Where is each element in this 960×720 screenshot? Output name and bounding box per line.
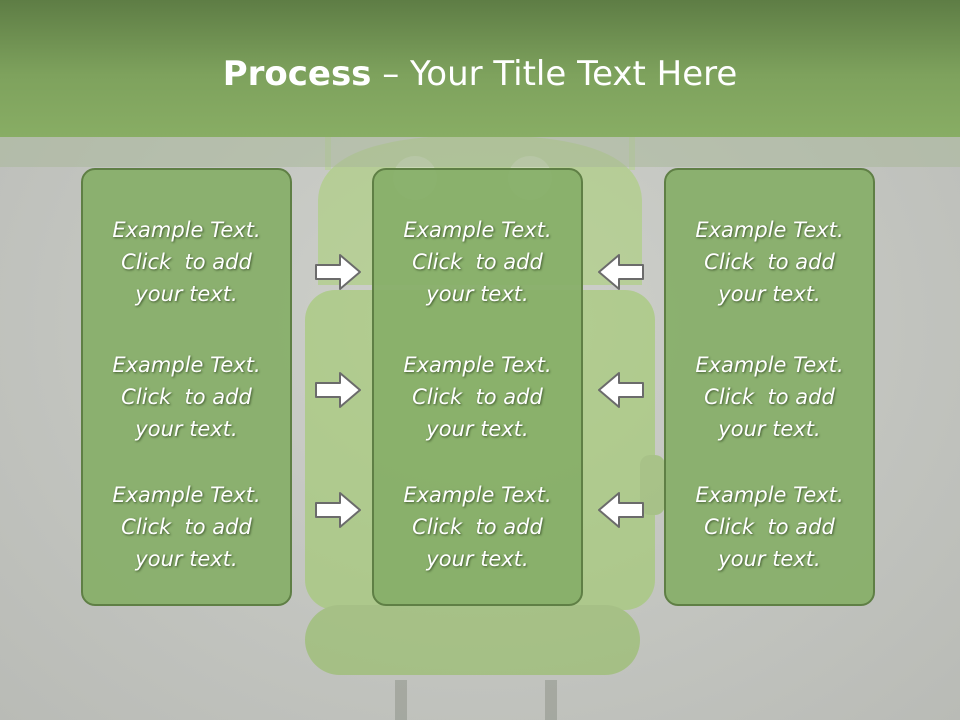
left-arrow-icon xyxy=(598,492,644,528)
panel-middle: Example Text. Click to add your text. Ex… xyxy=(372,168,583,606)
text-placeholder[interactable]: Example Text. Click to add your text. xyxy=(666,349,873,445)
right-arrow-icon xyxy=(315,492,361,528)
right-arrow-icon xyxy=(315,254,361,290)
placeholder-line: Example Text. xyxy=(403,483,552,507)
panel-right: Example Text. Click to add your text. Ex… xyxy=(664,168,875,606)
text-placeholder[interactable]: Example Text. Click to add your text. xyxy=(374,479,581,575)
placeholder-line: Click to add xyxy=(704,250,835,274)
left-arrow-icon xyxy=(598,372,644,408)
placeholder-line: Click to add xyxy=(704,515,835,539)
placeholder-line: Click to add xyxy=(121,250,252,274)
placeholder-line: Example Text. xyxy=(112,483,261,507)
title-rest-text: – Your Title Text Here xyxy=(371,54,738,94)
title-underline-strip xyxy=(0,137,960,167)
placeholder-line: your text. xyxy=(426,547,529,571)
placeholder-line: your text. xyxy=(135,282,238,306)
placeholder-line: your text. xyxy=(718,282,821,306)
text-placeholder[interactable]: Example Text. Click to add your text. xyxy=(666,214,873,310)
panel-left: Example Text. Click to add your text. Ex… xyxy=(81,168,292,606)
title-bar xyxy=(0,0,960,137)
slide-title[interactable]: Process – Your Title Text Here xyxy=(0,52,960,96)
text-placeholder[interactable]: Example Text. Click to add your text. xyxy=(374,214,581,310)
title-bold-text: Process xyxy=(222,54,372,94)
placeholder-line: Click to add xyxy=(704,385,835,409)
placeholder-line: Click to add xyxy=(412,515,543,539)
placeholder-line: your text. xyxy=(135,547,238,571)
placeholder-line: Example Text. xyxy=(403,353,552,377)
placeholder-line: Example Text. xyxy=(695,218,844,242)
placeholder-line: Click to add xyxy=(412,250,543,274)
text-placeholder[interactable]: Example Text. Click to add your text. xyxy=(83,479,290,575)
placeholder-line: Example Text. xyxy=(112,218,261,242)
placeholder-line: your text. xyxy=(718,547,821,571)
placeholder-line: your text. xyxy=(426,282,529,306)
text-placeholder[interactable]: Example Text. Click to add your text. xyxy=(83,214,290,310)
placeholder-line: Click to add xyxy=(121,515,252,539)
placeholder-line: your text. xyxy=(135,417,238,441)
placeholder-line: Example Text. xyxy=(403,218,552,242)
placeholder-line: Example Text. xyxy=(112,353,261,377)
text-placeholder[interactable]: Example Text. Click to add your text. xyxy=(666,479,873,575)
placeholder-line: your text. xyxy=(718,417,821,441)
text-placeholder[interactable]: Example Text. Click to add your text. xyxy=(83,349,290,445)
placeholder-line: Example Text. xyxy=(695,353,844,377)
text-placeholder[interactable]: Example Text. Click to add your text. xyxy=(374,349,581,445)
placeholder-line: Click to add xyxy=(121,385,252,409)
placeholder-line: Click to add xyxy=(412,385,543,409)
placeholder-line: your text. xyxy=(426,417,529,441)
placeholder-line: Example Text. xyxy=(695,483,844,507)
left-arrow-icon xyxy=(598,254,644,290)
right-arrow-icon xyxy=(315,372,361,408)
